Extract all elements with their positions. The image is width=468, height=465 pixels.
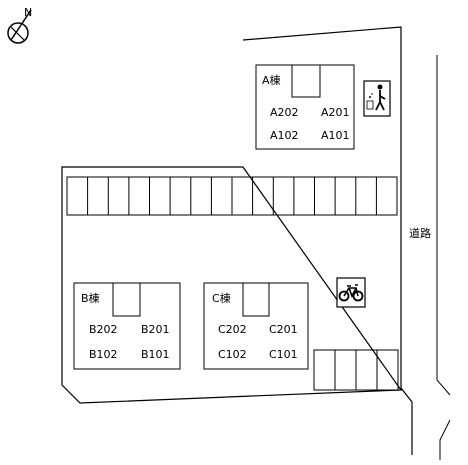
bicycle-parking-icon	[336, 277, 366, 308]
building-c-name: C棟	[212, 291, 231, 305]
parking-row-bottom-right	[313, 349, 399, 391]
site-boundary	[61, 26, 413, 455]
garbage-station-icon	[363, 80, 391, 117]
building-a-name: A棟	[262, 73, 281, 87]
building-a: A棟 A202 A201 A102 A101	[255, 64, 355, 150]
unit-b102: B102	[89, 348, 118, 361]
unit-a102: A102	[270, 129, 299, 142]
unit-a101: A101	[321, 129, 350, 142]
unit-a201: A201	[321, 106, 350, 119]
building-b: B棟 B202 B201 B102 B101	[73, 282, 181, 370]
building-c: C棟 C202 C201 C102 C101	[203, 282, 309, 370]
unit-c102: C102	[218, 348, 247, 361]
unit-b202: B202	[89, 323, 118, 336]
north-arrow-icon: N	[7, 6, 32, 44]
unit-b201: B201	[141, 323, 170, 336]
unit-c101: C101	[269, 348, 298, 361]
svg-text:N: N	[24, 6, 32, 19]
building-b-name: B棟	[81, 291, 100, 305]
unit-c201: C201	[269, 323, 298, 336]
parking-row-top	[66, 176, 398, 216]
unit-a202: A202	[270, 106, 299, 119]
unit-c202: C202	[218, 323, 247, 336]
road-edge-line-lower	[439, 419, 451, 460]
road-edge-line	[436, 55, 451, 396]
unit-b101: B101	[141, 348, 170, 361]
road-label: 道路	[409, 226, 431, 240]
